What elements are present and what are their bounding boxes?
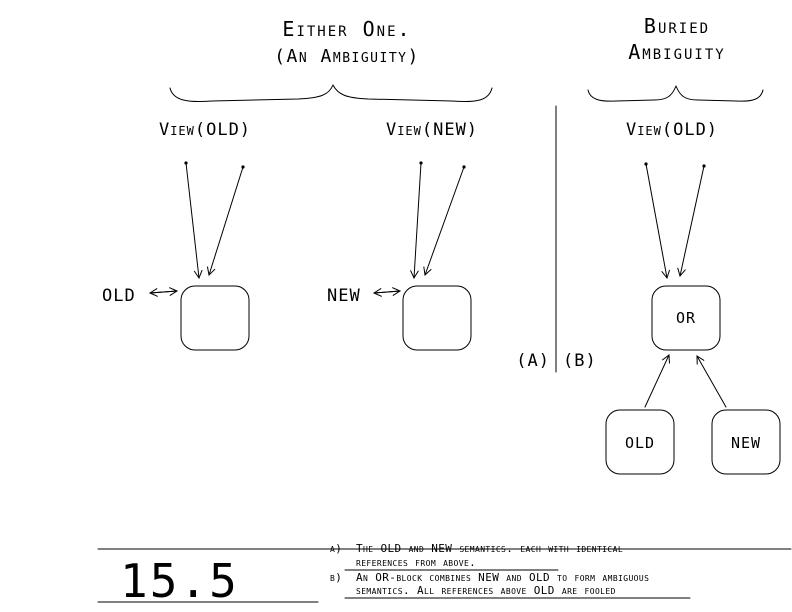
pointer-arrow	[372, 288, 401, 297]
right-title-line2: Ambiguity	[628, 40, 725, 64]
reference-arrow	[677, 165, 705, 278]
old-pointer-arrow	[148, 287, 179, 297]
new-semantics-box	[711, 409, 781, 475]
pointer-arrow	[148, 288, 178, 297]
old-semantics-box	[605, 409, 675, 475]
new-to-or-arrow	[696, 355, 727, 408]
old-semantics-label: OLD	[625, 434, 655, 452]
or-box-label: OR	[676, 309, 696, 327]
old-view-box	[180, 285, 250, 351]
divider-label-a: (A)	[516, 351, 550, 371]
figure-number: 15.5	[120, 554, 239, 608]
divider-label-b: (B)	[563, 351, 597, 371]
left-title-line1: Either One.	[282, 17, 411, 41]
reference-arrow	[410, 162, 422, 280]
left-title-line2: (An Ambiguity)	[274, 46, 420, 67]
right-title-group: Buried Ambiguity	[628, 14, 725, 64]
reference-arrow	[185, 162, 203, 280]
view-new-label: View(NEW)	[386, 120, 478, 140]
right-brace	[587, 85, 764, 102]
new-pointer-arrow	[372, 287, 402, 297]
left-arrow-group	[184, 161, 245, 280]
note-a-line1: The OLD and NEW semantics. each with ide…	[356, 542, 623, 555]
new-pointer-label: NEW	[327, 286, 361, 306]
note-a-prefix: a)	[330, 542, 342, 555]
note-b-line1: An OR-block combines NEW and OLD to form…	[356, 571, 649, 584]
right-arrow-group	[644, 162, 706, 280]
or-box	[651, 285, 721, 351]
reference-arrow	[645, 163, 671, 280]
view-old-left-label: View(OLD)	[159, 120, 251, 140]
middle-arrow-group	[410, 161, 466, 280]
new-semantics-label: NEW	[731, 434, 761, 452]
note-b-line2: semantics. All references above OLD are …	[356, 584, 616, 597]
footnotes: a) The OLD and NEW semantics. each with …	[330, 542, 691, 599]
left-brace	[169, 84, 493, 103]
left-title-group: Either One. (An Ambiguity)	[274, 17, 420, 67]
new-view-box	[402, 285, 472, 351]
right-title-line1: Buried	[644, 14, 710, 38]
old-to-or-arrow	[644, 354, 670, 408]
reference-arrow	[206, 166, 244, 277]
reference-arrow	[423, 166, 465, 276]
old-pointer-label: OLD	[102, 286, 136, 306]
note-a-line2: references from above.	[356, 556, 476, 569]
view-old-right-label: View(OLD)	[626, 120, 718, 140]
note-b-prefix: b)	[330, 571, 342, 584]
